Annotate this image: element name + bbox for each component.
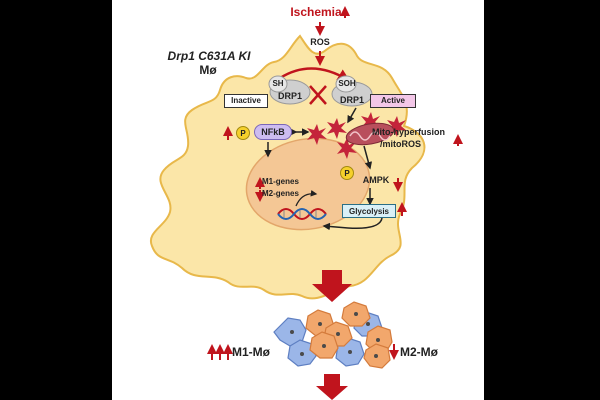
m1-genes-label: M1-genes	[262, 177, 299, 186]
cell-title: Drp1 C631A KI	[167, 49, 251, 63]
drp1-active-protein	[331, 75, 373, 107]
drp1-inactive-label: DRP1	[277, 91, 302, 101]
diagram-svg	[149, 6, 463, 400]
big-down-arrow-2	[316, 374, 348, 400]
dna-helix-icon	[277, 208, 327, 220]
drp1-active-label: DRP1	[339, 95, 364, 105]
inactive-state-box: Inactive	[224, 94, 268, 108]
macrophage-population	[273, 301, 393, 369]
phospho-badge-nfkb: P	[236, 126, 250, 140]
drp1-inactive-protein	[268, 75, 311, 105]
m2-genes-label: M2-genes	[262, 189, 299, 198]
big-down-arrow-1	[312, 270, 352, 302]
sh-group-label: SH	[272, 79, 284, 88]
m1-up-arrows	[207, 344, 233, 360]
diagram-canvas: Ischemia ROS Drp1 C631A KI Mø SH DRP1 SO…	[112, 0, 484, 400]
ros-burst-icons	[307, 112, 407, 159]
mito-hyperfusion-label: Mito-hyperfusion	[372, 127, 445, 137]
cell-title-mo: Mø	[199, 63, 217, 77]
ampk-label: AMPK	[362, 175, 390, 185]
mito-to-ampk-arrow	[363, 145, 373, 170]
phospho-badge-ampk: P	[340, 166, 354, 180]
drp1-to-mito-arrow	[347, 107, 357, 124]
m2-outcome-label: M2-Mø	[400, 345, 438, 359]
ros-label: ROS	[310, 37, 330, 47]
nfkb-label: NFkB	[254, 124, 292, 140]
ischemia-label: Ischemia	[290, 5, 342, 19]
glycolysis-to-dna-arrow	[322, 217, 383, 231]
mitochondrion-icon	[345, 122, 395, 146]
gene-expression-arrow	[295, 190, 318, 207]
mito-ros-label: /mitoROS	[380, 139, 422, 149]
blocked-x-icon	[309, 85, 327, 105]
glycolysis-box: Glycolysis	[342, 204, 396, 218]
m1-outcome-label: M1-Mø	[232, 345, 270, 359]
regulation-arrows	[223, 6, 463, 216]
active-state-box: Active	[370, 94, 416, 108]
soh-group-label: SOH	[338, 79, 356, 88]
nucleus	[245, 137, 371, 231]
